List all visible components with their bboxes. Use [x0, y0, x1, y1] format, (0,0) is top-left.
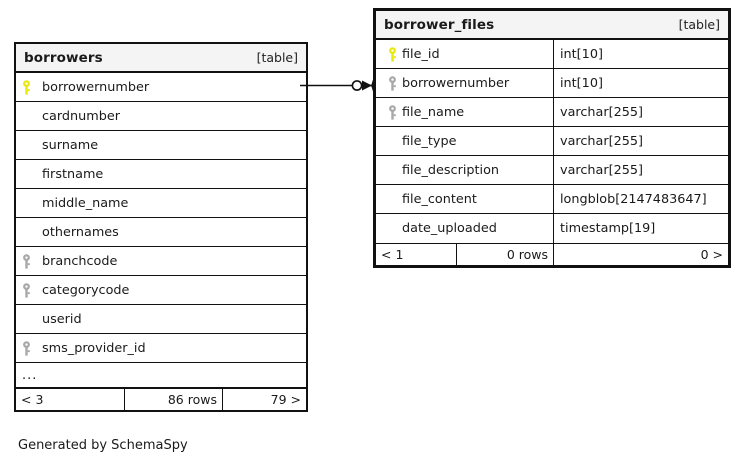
column-row[interactable]: borrowernumber int[10]: [376, 69, 728, 98]
column-row[interactable]: middle_name: [16, 189, 306, 218]
table-borrowers-header: borrowers [table]: [16, 44, 306, 73]
column-name-text: file_type: [402, 133, 457, 149]
column-name-cell: cardnumber: [36, 102, 306, 130]
column-row[interactable]: cardnumber: [16, 102, 306, 131]
column-name-text: categorycode: [42, 282, 130, 298]
column-row[interactable]: branchcode: [16, 247, 306, 276]
column-name-text: file_name: [402, 104, 465, 120]
column-row[interactable]: file_name varchar[255]: [376, 98, 728, 127]
column-name-text: middle_name: [42, 195, 129, 211]
column-name-cell: othernames: [36, 218, 306, 246]
column-name-text: branchcode: [42, 253, 118, 269]
table-borrower-files[interactable]: borrower_files [table] file_id: [373, 8, 731, 268]
column-row[interactable]: userid: [16, 305, 306, 334]
no-key-spacer: [16, 160, 36, 188]
column-row[interactable]: date_uploaded timestamp[19]: [376, 214, 728, 243]
column-name-cell: borrowernumber: [36, 73, 306, 101]
column-type-text: int[10]: [560, 75, 603, 91]
column-name-text: sms_provider_id: [42, 340, 146, 356]
column-name-text: firstname: [42, 166, 104, 182]
column-name-text: userid: [42, 311, 82, 327]
column-type-text: longblob[2147483647]: [560, 191, 707, 207]
column-type-cell: timestamp[19]: [553, 214, 728, 243]
column-row[interactable]: surname: [16, 131, 306, 160]
column-name-text: borrowernumber: [42, 79, 150, 95]
footer-row-count: 86 rows: [124, 389, 222, 410]
table-borrower-files-tag: [table]: [678, 17, 720, 32]
no-key-spacer: [16, 102, 36, 130]
foreign-key-icon: [16, 276, 36, 304]
column-row[interactable]: file_description varchar[255]: [376, 156, 728, 185]
footer-row-count: 0 rows: [456, 244, 553, 265]
table-borrower-files-columns: file_id int[10] borro: [376, 40, 728, 243]
column-type-text: varchar[255]: [560, 104, 644, 120]
column-name-text: date_uploaded: [402, 221, 497, 236]
column-name-text: othernames: [42, 224, 119, 240]
foreign-key-icon: [382, 75, 402, 91]
column-type-text: int[10]: [560, 46, 603, 62]
column-name-cell: borrowernumber: [376, 69, 553, 97]
column-type-text: timestamp[19]: [560, 221, 656, 236]
column-name-cell: date_uploaded: [376, 214, 553, 243]
column-name-text: cardnumber: [42, 108, 120, 124]
footer-parents-count[interactable]: < 3: [21, 392, 44, 407]
column-type-text: varchar[255]: [560, 133, 644, 149]
no-key-spacer: [16, 305, 36, 333]
table-borrowers[interactable]: borrowers [table] borrowernumber: [14, 42, 308, 412]
column-type-cell: varchar[255]: [553, 156, 728, 184]
column-name-cell: branchcode: [36, 247, 306, 275]
foreign-key-icon: [16, 247, 36, 275]
table-borrower-files-footer: < 1 0 rows 0 >: [376, 243, 728, 265]
column-name-text: file_content: [402, 191, 477, 207]
table-borrower-files-title: borrower_files: [384, 16, 495, 33]
column-row[interactable]: file_type varchar[255]: [376, 127, 728, 156]
column-name-cell: file_description: [376, 156, 553, 184]
column-row[interactable]: othernames: [16, 218, 306, 247]
column-name-cell: file_name: [376, 98, 553, 126]
table-borrowers-footer: < 3 86 rows 79 >: [16, 388, 306, 410]
column-row[interactable]: file_id int[10]: [376, 40, 728, 69]
footer-children-count[interactable]: 79 >: [222, 389, 306, 410]
column-type-cell: int[10]: [553, 40, 728, 68]
table-borrower-files-header: borrower_files [table]: [376, 11, 728, 40]
column-name-text: surname: [42, 137, 99, 153]
relationship-connector-borrowers-borrower-files: [300, 78, 375, 93]
primary-key-icon: [16, 73, 36, 101]
foreign-key-icon: [16, 334, 36, 362]
column-name-text: file_id: [402, 46, 440, 62]
column-name-cell: surname: [36, 131, 306, 159]
column-name-cell: file_content: [376, 185, 553, 213]
column-row[interactable]: firstname: [16, 160, 306, 189]
column-name-cell: userid: [36, 305, 306, 333]
column-name-cell: categorycode: [36, 276, 306, 304]
table-borrowers-title: borrowers: [24, 49, 103, 66]
column-name-cell: firstname: [36, 160, 306, 188]
column-name-text: borrowernumber: [402, 75, 510, 91]
more-columns-ellipsis: ...: [16, 363, 306, 388]
no-key-spacer: [16, 131, 36, 159]
column-name-cell: file_id: [376, 40, 553, 68]
column-row[interactable]: borrowernumber: [16, 73, 306, 102]
column-row[interactable]: sms_provider_id: [16, 334, 306, 363]
column-row[interactable]: categorycode: [16, 276, 306, 305]
table-borrowers-tag: [table]: [256, 50, 298, 65]
column-name-cell: middle_name: [36, 189, 306, 217]
diagram-caption: Generated by SchemaSpy: [18, 438, 188, 453]
no-key-spacer: [16, 189, 36, 217]
footer-children-count[interactable]: 0 >: [553, 244, 728, 265]
column-type-text: varchar[255]: [560, 162, 644, 178]
column-name-cell: file_type: [376, 127, 553, 155]
foreign-key-icon: [382, 104, 402, 120]
column-row[interactable]: file_content longblob[2147483647]: [376, 185, 728, 214]
column-type-cell: varchar[255]: [553, 127, 728, 155]
primary-key-icon: [382, 46, 402, 62]
column-type-cell: varchar[255]: [553, 98, 728, 126]
table-borrowers-columns: borrowernumber cardnumber surname firstn…: [16, 73, 306, 388]
column-name-text: file_description: [402, 162, 500, 178]
column-type-cell: longblob[2147483647]: [553, 185, 728, 213]
column-name-cell: sms_provider_id: [36, 334, 306, 362]
footer-parents-count[interactable]: < 1: [381, 247, 404, 262]
no-key-spacer: [16, 218, 36, 246]
column-type-cell: int[10]: [553, 69, 728, 97]
